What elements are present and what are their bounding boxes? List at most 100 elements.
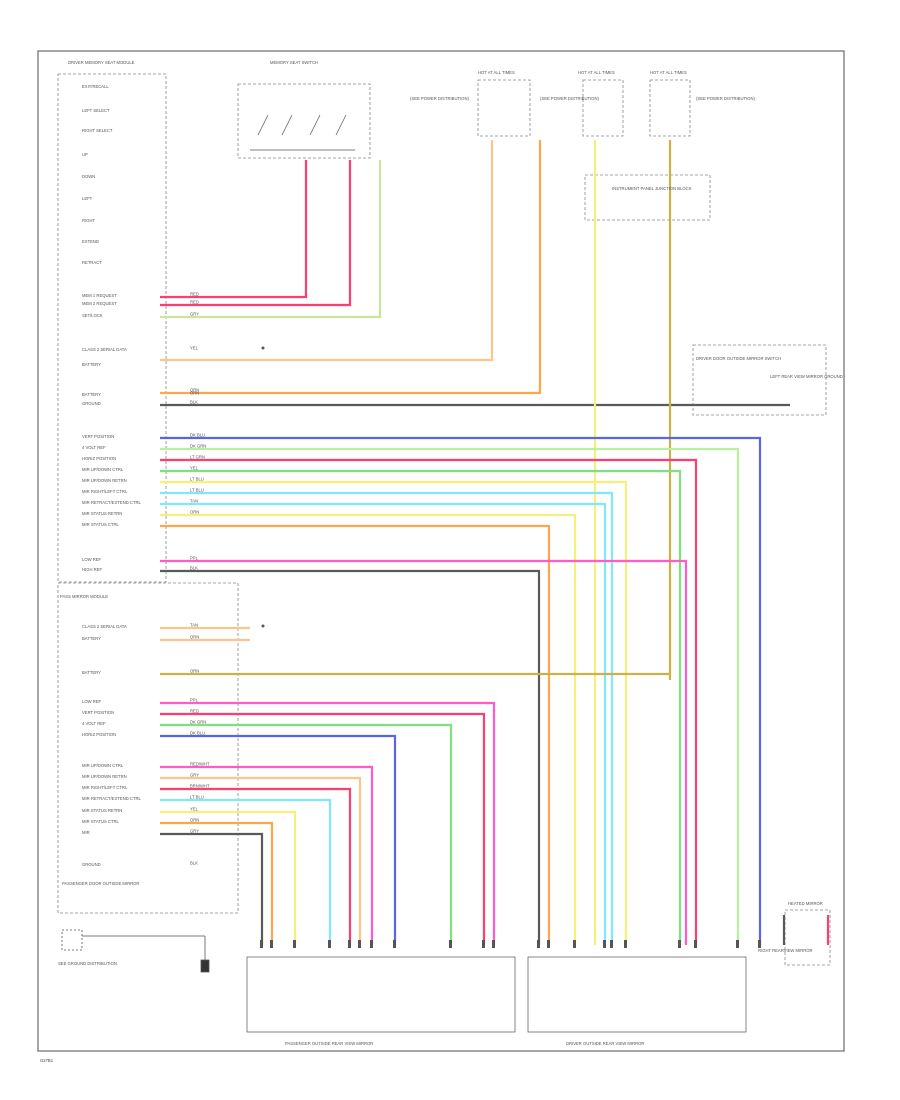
wire-color-label: LT BLU (190, 488, 204, 493)
fuse-c-label: HOT AT ALL TIMES (650, 70, 687, 75)
left-label: HIGH REF (82, 567, 102, 572)
wire-mir-sc (160, 524, 551, 945)
left-label: GROUND (82, 862, 101, 867)
wire-color-label: YEL (190, 466, 199, 471)
passenger-mirror-box (246, 956, 516, 1033)
fuse-box-b (582, 79, 624, 137)
wire-p-vert (160, 712, 486, 945)
wire-4v-ref (160, 447, 740, 945)
wire-color-label: DK GRN (190, 444, 206, 449)
passenger-module-outline (57, 582, 239, 914)
left-label: LEFT (82, 196, 93, 201)
left-label: LOW REF (82, 699, 102, 704)
wire-color-label: BLK (190, 566, 198, 571)
left-labels: EXIT/RECALL LEFT SELECT RIGHT SELECT UP DOWN… (60, 84, 142, 867)
left-label: CLASS 2 SERIAL DATA (82, 347, 127, 352)
wire-class2 (160, 140, 494, 362)
left-label: MIR STATUS CTRL (82, 522, 120, 527)
left-label: LEFT SELECT (82, 108, 110, 113)
left-label: SET/LOCK (82, 313, 103, 318)
wire-color-label: GRY (190, 312, 199, 317)
wire-p-sc (160, 821, 274, 945)
wire-p-mir (160, 832, 264, 945)
left-label: BATTERY (82, 362, 101, 367)
left-label: RETRACT (82, 260, 102, 265)
wire-p-re (160, 798, 332, 945)
wire-p-ud (160, 765, 374, 945)
wire-color-label: RED (190, 300, 199, 305)
driver-module-outline (57, 73, 167, 583)
fuse-b-label: HOT AT ALL TIMES (578, 70, 615, 75)
left-label: VERT POSITION (82, 710, 114, 715)
left-label: MIR RIGHT/LEFT CTRL (82, 785, 128, 790)
left-label: MIR STATUS CTRL (82, 819, 120, 824)
left-label: HORIZ POSITION (82, 732, 116, 737)
left-label: RIGHT SELECT (82, 128, 113, 133)
wire-p-udr (160, 776, 362, 945)
left-label: MEM 2 REQUEST (82, 301, 117, 306)
left-label: BATTERY (82, 392, 101, 397)
wire-color-label: RED (190, 709, 199, 714)
right-mirror-note: RIGHT REARVIEW MIRROR (758, 948, 813, 953)
left-label: MEM 1 REQUEST (82, 293, 117, 298)
left-label: EXTEND (82, 239, 99, 244)
heated-mirror-label: HEATED MIRROR (788, 901, 823, 906)
left-label: DOWN (82, 174, 95, 179)
pass-mirror-label: PASSENGER OUTSIDE REAR VIEW MIRROR (285, 1041, 373, 1046)
wire-vert-pos (160, 436, 762, 945)
wire-color-label: BRN/WHT (190, 784, 210, 789)
left-label: UP (82, 152, 88, 157)
wire-high-ref (160, 569, 541, 945)
wire-mem1 (160, 160, 308, 299)
wire-p-sr (160, 810, 297, 945)
ground-box-label: PASSENGER DOOR OUTSIDE MIRROR (62, 881, 139, 886)
switch-title: MEMORY SEAT SWITCH (270, 60, 318, 65)
left-label: GROUND (82, 401, 101, 406)
left-label: VERT POSITION (82, 434, 114, 439)
left-label: BATTERY (82, 670, 101, 675)
wire-color-label: LT GRN (190, 455, 205, 460)
wire-mem2 (160, 160, 352, 307)
right-box-title: DRIVER DOOR OUTSIDE MIRROR SWITCH (696, 356, 781, 361)
bottom-terminals (260, 940, 761, 948)
left-label: EXIT/RECALL (82, 84, 109, 89)
heated-mirror-outline (784, 909, 831, 966)
left-label: CLASS 2 SERIAL DATA (82, 624, 127, 629)
left-label: LOW REF (82, 557, 102, 562)
wire-color-label: RED/WHT (190, 762, 210, 767)
wire-p-rl (160, 787, 352, 945)
wires (160, 140, 830, 945)
left-label: PASS MIRROR MODULE (60, 594, 108, 599)
wire-p-low (160, 701, 496, 945)
left-label: MIR RIGHT/LEFT CTRL (82, 489, 128, 494)
splice-note: SEE GROUND DISTRIBUTION (58, 961, 117, 966)
header-text: DRIVER MEMORY SEAT MODULE MEMORY SEAT SW… (68, 60, 755, 191)
diagram-frame (37, 50, 845, 1052)
diagram-id: G27B1 (40, 1058, 54, 1063)
wire-color-label: GRY (190, 829, 199, 834)
driver-mirror-label: DRIVER OUTSIDE REAR VIEW MIRROR (566, 1041, 644, 1046)
wire-color-label: RED (190, 292, 199, 297)
bottom-text: PASSENGER DOOR OUTSIDE MIRROR SEE GROUND… (40, 356, 843, 1063)
left-label: MIR STATUS RETRN (82, 511, 122, 516)
wire-color-label: ORN (190, 388, 199, 393)
wire-color-label: ORN (190, 391, 199, 396)
wire-color-label: ORN (190, 669, 199, 674)
left-label: RIGHT (82, 218, 95, 223)
left-label: BATTERY (82, 636, 101, 641)
wire-color-label: YEL (190, 807, 199, 812)
junction-block-label: INSTRUMENT PANEL JUNCTION BLOCK (612, 186, 692, 191)
left-label: MIR (82, 830, 90, 835)
left-label: MIR RETRACT/EXTEND CTRL (82, 500, 142, 505)
wire-color-label: YEL (190, 346, 199, 351)
wire-color-label: BLK (190, 400, 198, 405)
left-label: 4 VOLT REF (82, 721, 106, 726)
wire-mir-rl (160, 491, 614, 945)
wire-color-label: TAN (190, 623, 198, 628)
left-label: HORIZ POSITION (82, 456, 116, 461)
wire-color-label: BLK (190, 861, 198, 866)
junction-block-outline (584, 174, 711, 221)
fuse-c-note: (SEE POWER DISTRIBUTION) (696, 96, 755, 101)
wire-color-label: DK GRN (190, 720, 206, 725)
